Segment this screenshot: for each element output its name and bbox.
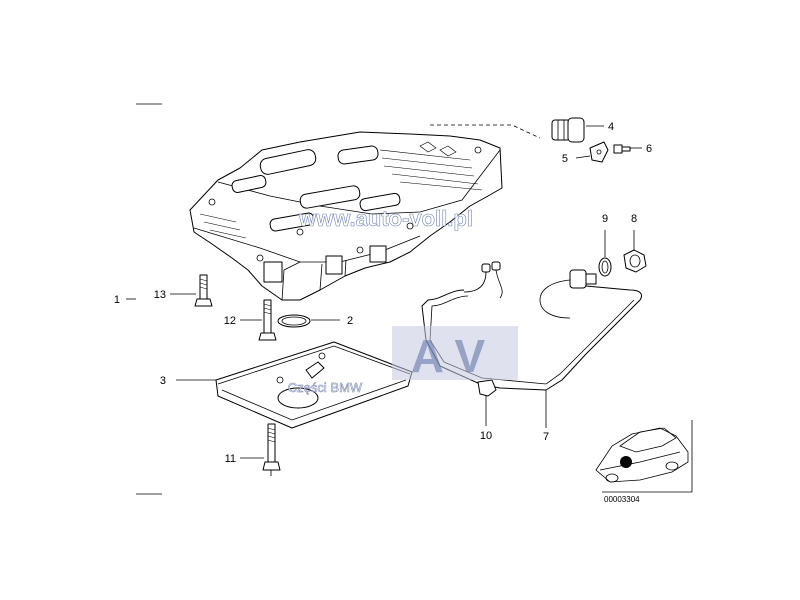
callout-4: 4 bbox=[608, 121, 614, 133]
callout-7: 7 bbox=[543, 431, 549, 443]
nut-part-8 bbox=[623, 249, 647, 273]
bolt-part-12 bbox=[258, 299, 277, 341]
watermark-site: www.auto-voll.pl bbox=[298, 206, 473, 231]
watermark-caption: Części BMW bbox=[288, 380, 363, 395]
callout-11: 11 bbox=[225, 453, 236, 465]
clip-part-10 bbox=[477, 379, 497, 397]
connector-plugs bbox=[463, 261, 503, 299]
callout-2: 2 bbox=[347, 315, 353, 327]
bracket-part-5 bbox=[589, 141, 609, 163]
screw-part-6 bbox=[613, 144, 631, 154]
callout-3: 3 bbox=[160, 375, 166, 387]
diagram-code: 00003304 bbox=[604, 495, 640, 504]
filter-part-3 bbox=[215, 341, 413, 429]
callout-1: 1 bbox=[114, 294, 120, 306]
callout-12: 12 bbox=[224, 315, 236, 327]
callout-6: 6 bbox=[646, 143, 652, 155]
watermark-logo: AV bbox=[411, 330, 500, 382]
location-marker bbox=[620, 456, 632, 468]
bolt-part-11 bbox=[262, 423, 281, 476]
leader-5 bbox=[575, 155, 591, 159]
solenoid-part-4 bbox=[551, 117, 585, 143]
wiring-harness-part-7 bbox=[421, 285, 643, 391]
valve-body bbox=[189, 131, 503, 301]
bolt-part-13 bbox=[194, 274, 213, 307]
callout-9: 9 bbox=[602, 213, 608, 225]
watermark-logo-box bbox=[392, 326, 518, 380]
watermark: AV www.auto-voll.pl Części BMW bbox=[288, 206, 518, 395]
sensor-with-wire bbox=[539, 269, 597, 319]
callout-5: 5 bbox=[562, 153, 568, 165]
callout-13: 13 bbox=[154, 289, 166, 301]
car-thumbnail: 00003304 bbox=[595, 420, 693, 504]
callout-10: 10 bbox=[480, 430, 492, 442]
sealing-ring-part-9 bbox=[598, 257, 612, 277]
callout-8: 8 bbox=[631, 213, 637, 225]
